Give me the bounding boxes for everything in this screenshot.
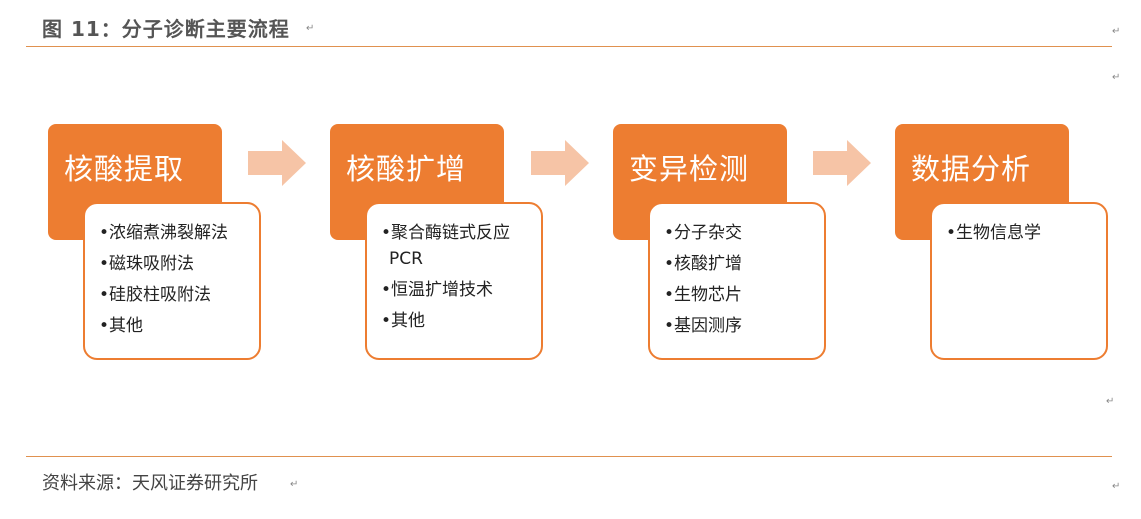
figure-title: 图 11：分子诊断主要流程 (42, 17, 290, 41)
stage-data-analysis: 数据分析 •生物信息学 (895, 124, 1108, 360)
list-item: •基因测序 (664, 316, 743, 336)
paragraph-mark-icon: ↵ (306, 23, 315, 34)
list-item: •其他 (381, 311, 426, 331)
footer-divider (26, 456, 1112, 457)
list-item: •恒温扩增技术 (381, 280, 494, 300)
stage-detail-box: •分子杂交 •核酸扩增 •生物芯片 •基因测序 (648, 202, 826, 360)
flow-arrow-icon (531, 140, 589, 186)
stage-title: 变异检测 (629, 152, 750, 186)
list-item: •分子杂交 (664, 223, 743, 243)
stage-variant-detection: 变异检测 •分子杂交 •核酸扩增 •生物芯片 •基因测序 (613, 124, 826, 360)
paragraph-mark-icon: ↵ (1112, 481, 1121, 492)
list-item: •生物信息学 (946, 223, 1042, 243)
paragraph-mark-icon: ↵ (1112, 26, 1121, 37)
stage-title: 数据分析 (911, 152, 1032, 186)
stage-title: 核酸扩增 (346, 152, 467, 186)
stage-method-list: •浓缩煮沸裂解法 •磁珠吸附法 •硅胶柱吸附法 •其他 (99, 218, 228, 342)
list-item: •生物芯片 (664, 285, 743, 305)
stage-nucleic-acid-extraction: 核酸提取 •浓缩煮沸裂解法 •磁珠吸附法 •硅胶柱吸附法 •其他 (48, 124, 261, 360)
paragraph-mark-icon: ↵ (290, 479, 299, 490)
list-item: •其他 (99, 316, 144, 336)
stage-detail-box: •生物信息学 (930, 202, 1108, 360)
list-item: •聚合酶链式反应 (381, 223, 511, 243)
list-item: •浓缩煮沸裂解法 (99, 223, 229, 243)
paragraph-mark-icon: ↵ (1106, 396, 1115, 407)
source-note: 资料来源：天风证券研究所 (42, 473, 258, 494)
stage-title: 核酸提取 (64, 152, 185, 186)
list-item: •硅胶柱吸附法 (99, 285, 212, 305)
stage-detail-box: •浓缩煮沸裂解法 •磁珠吸附法 •硅胶柱吸附法 •其他 (83, 202, 261, 360)
list-item: •磁珠吸附法 (99, 254, 195, 274)
list-item-continuation: PCR (389, 249, 423, 269)
stage-method-list: •生物信息学 (946, 218, 1041, 249)
flow-arrow-icon (248, 140, 306, 186)
stage-method-list: •分子杂交 •核酸扩增 •生物芯片 •基因测序 (664, 218, 742, 342)
paragraph-mark-icon: ↵ (1112, 72, 1121, 83)
stage-detail-box: •聚合酶链式反应 PCR •恒温扩增技术 •其他 (365, 202, 543, 360)
header-divider (26, 46, 1112, 47)
stage-method-list: •聚合酶链式反应 PCR •恒温扩增技术 •其他 (381, 218, 510, 337)
list-item: •核酸扩增 (664, 254, 743, 274)
stage-nucleic-acid-amplification: 核酸扩增 •聚合酶链式反应 PCR •恒温扩增技术 •其他 (330, 124, 543, 360)
flow-arrow-icon (813, 140, 871, 186)
